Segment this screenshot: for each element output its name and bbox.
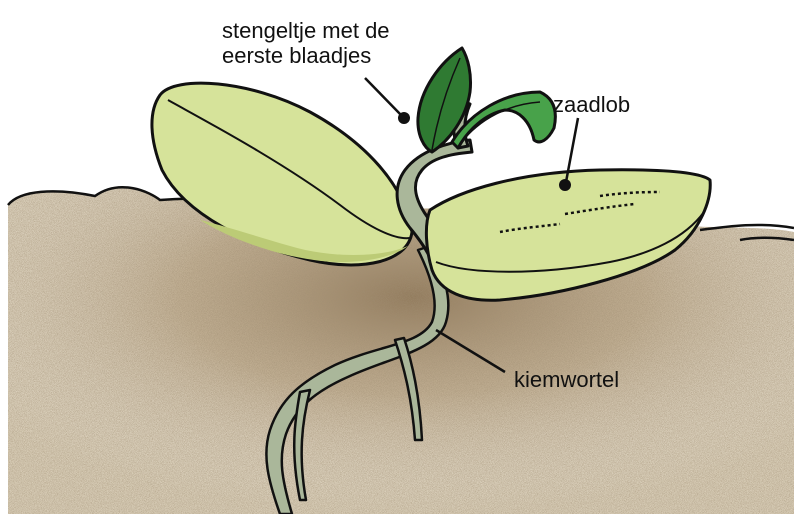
leader-dot-cotyledon [559,179,571,191]
label-stem-line1: stengeltje met de [222,18,390,43]
label-stem-line2: eerste blaadjes [222,43,371,68]
label-cotyledon: zaadlob [553,92,630,117]
leader-dot-stem [398,112,410,124]
label-root: kiemwortel [514,367,619,392]
leader-line-stem [365,78,402,116]
first-leaves [418,48,555,152]
